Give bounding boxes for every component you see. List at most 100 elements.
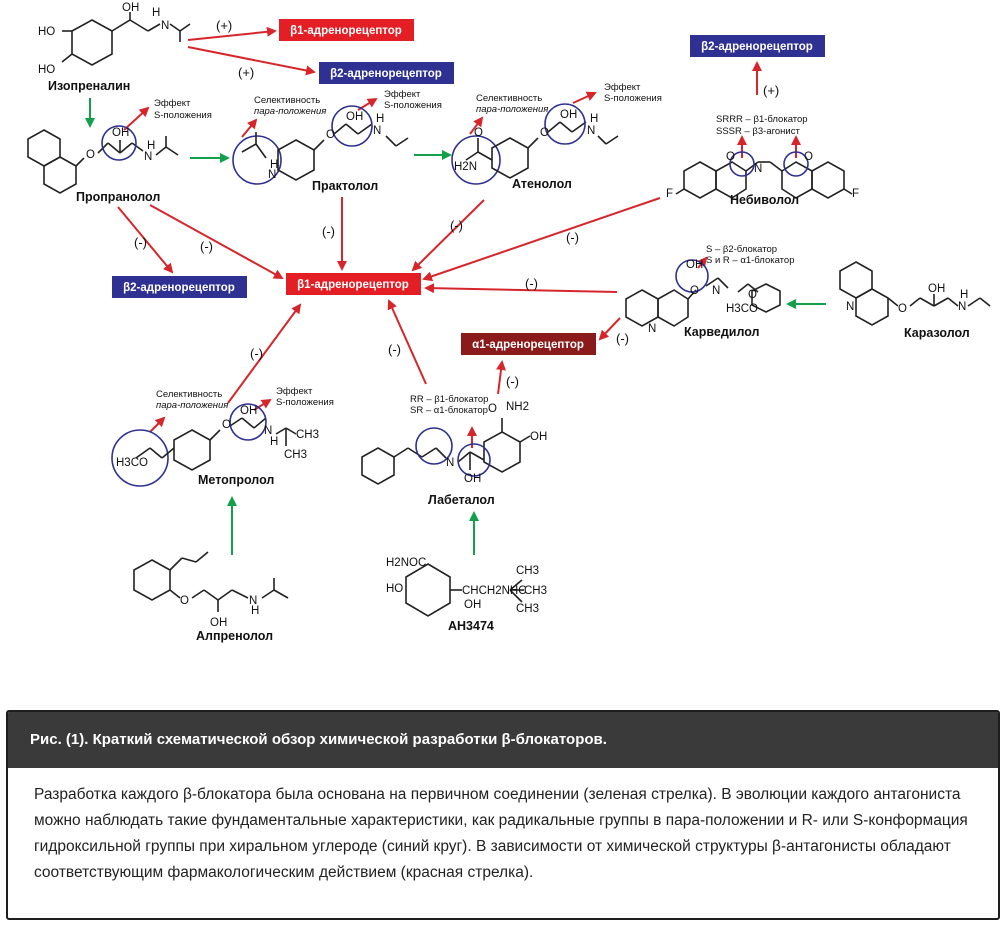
caption-title: Рис. (1). Краткий схематической обзор хи… — [8, 712, 998, 768]
svg-text:Эффект: Эффект — [604, 82, 641, 93]
svg-text:α1-адренорецептор: α1-адренорецептор — [472, 339, 584, 351]
svg-text:O: O — [898, 303, 907, 315]
svg-text:H2N: H2N — [454, 161, 477, 173]
svg-text:SR – α1-блокатор: SR – α1-блокатор — [410, 405, 488, 416]
caption-body: Разработка каждого β-блокатора была осно… — [34, 786, 968, 881]
svg-text:CH3: CH3 — [524, 585, 547, 597]
svg-text:(-): (-) — [616, 331, 629, 346]
svg-text:H3CO: H3CO — [726, 303, 758, 315]
svg-text:OH: OH — [464, 599, 481, 611]
svg-text:O: O — [86, 149, 95, 161]
svg-text:OH: OH — [464, 473, 481, 485]
svg-text:β1-адренорецептор: β1-адренорецептор — [297, 279, 409, 291]
effect-signs: (+) (+) (+) (-) (-) (-) (-) (-) (-) (-) … — [134, 18, 779, 389]
svg-text:N: N — [958, 301, 966, 313]
svg-text:Эффект: Эффект — [276, 386, 313, 397]
receptor-beta2-left: β2-адренорецептор — [112, 276, 247, 298]
molecule-practolol: N H O OH N H Практолол Селективность пар… — [232, 89, 442, 193]
svg-text:CHCH2NHC: CHCH2NHC — [462, 585, 527, 597]
svg-text:CH3: CH3 — [284, 449, 307, 461]
svg-text:OH: OH — [560, 109, 577, 121]
svg-text:(-): (-) — [566, 230, 579, 245]
svg-text:β1-адренорецептор: β1-адренорецептор — [290, 25, 402, 37]
receptor-beta1-top: β1-адренорецептор — [279, 19, 414, 41]
svg-text:N: N — [446, 457, 454, 469]
svg-text:N: N — [712, 285, 720, 297]
svg-text:N: N — [373, 125, 381, 137]
svg-text:SRRR – β1-блокатор: SRRR – β1-блокатор — [716, 114, 808, 125]
molecule-propranolol: O OH N H Пропранолол Эффект S-положения — [27, 98, 212, 204]
svg-text:S – β2-блокатор: S – β2-блокатор — [706, 244, 777, 255]
svg-text:N: N — [161, 20, 169, 32]
svg-text:(-): (-) — [506, 374, 519, 389]
svg-text:Каразолол: Каразолол — [904, 326, 970, 340]
svg-text:O: O — [222, 419, 231, 431]
svg-text:AH3474: AH3474 — [448, 619, 494, 633]
svg-text:O: O — [474, 127, 483, 139]
svg-text:O: O — [726, 151, 735, 163]
svg-text:N: N — [249, 595, 257, 607]
svg-text:Селективность: Селективность — [156, 389, 222, 400]
svg-text:β2-адренорецептор: β2-адренорецептор — [123, 282, 235, 294]
svg-text:β2-адренорецептор: β2-адренорецептор — [701, 41, 813, 53]
molecule-ah3474: H2NOC HO CHCH2NHC OH CH3 CH3 CH3 AH3474 — [386, 557, 547, 633]
svg-text:HO: HO — [386, 583, 403, 595]
svg-text:пара-положения: пара-положения — [476, 104, 548, 115]
svg-text:HO: HO — [38, 26, 55, 38]
svg-text:(+): (+) — [763, 83, 779, 98]
molecule-metoprolol: H3CO O OH N H CH3 CH3 Метопролол Селекти… — [111, 386, 334, 487]
svg-text:(-): (-) — [525, 276, 538, 291]
svg-text:Эффект: Эффект — [154, 98, 191, 109]
svg-text:Изопреналин: Изопреналин — [48, 79, 130, 93]
molecule-atenolol: H2N O O OH N H Атенолол Селективность па… — [451, 82, 662, 191]
svg-text:Селективность: Селективность — [254, 95, 320, 106]
svg-text:N: N — [264, 425, 272, 437]
svg-text:N: N — [648, 323, 656, 335]
svg-text:H: H — [376, 113, 384, 125]
svg-text:OH: OH — [240, 405, 257, 417]
svg-text:(-): (-) — [450, 218, 463, 233]
svg-text:O: O — [690, 285, 699, 297]
svg-text:(+): (+) — [216, 18, 232, 33]
svg-text:F: F — [852, 188, 859, 200]
beta-blocker-diagram: β1-адренорецептор β2-адренорецептор β2-а… — [27, 2, 991, 643]
svg-text:H: H — [270, 159, 278, 171]
svg-text:(-): (-) — [388, 342, 401, 357]
svg-text:H: H — [251, 605, 259, 617]
receptor-beta1-center: β1-адренорецептор — [286, 273, 421, 295]
molecule-nebivolol: O O N F F Небиволол SRRR – β1-блокатор S… — [666, 114, 859, 207]
svg-text:(-): (-) — [250, 346, 263, 361]
svg-text:Практолол: Практолол — [312, 179, 378, 193]
svg-text:H: H — [960, 289, 968, 301]
svg-text:OH: OH — [346, 111, 363, 123]
svg-text:Атенолол: Атенолол — [512, 177, 572, 191]
molecule-labetalol: N OH O NH2 OH Лабеталол RR – β1-блокатор… — [361, 394, 547, 507]
svg-text:(-): (-) — [322, 224, 335, 239]
svg-text:OH: OH — [122, 2, 139, 14]
svg-text:H3CO: H3CO — [116, 457, 148, 469]
svg-text:OH: OH — [112, 127, 129, 139]
svg-text:S-положения: S-положения — [276, 397, 334, 408]
svg-text:(+): (+) — [238, 65, 254, 80]
svg-text:H2NOC: H2NOC — [386, 557, 426, 569]
molecule-carazolol: O OH N H N Каразолол — [839, 261, 991, 340]
svg-text:SSSR – β3-агонист: SSSR – β3-агонист — [716, 126, 800, 137]
svg-text:O: O — [748, 289, 757, 301]
svg-text:Пропранолол: Пропранолол — [76, 190, 160, 204]
svg-text:O: O — [540, 127, 549, 139]
svg-text:β2-адренорецептор: β2-адренорецептор — [330, 68, 442, 80]
svg-text:N: N — [846, 301, 854, 313]
svg-text:S-положения: S-положения — [384, 100, 442, 111]
svg-text:N: N — [587, 125, 595, 137]
receptor-alpha1: α1-адренорецептор — [461, 333, 596, 355]
svg-text:Метопролол: Метопролол — [198, 473, 274, 487]
svg-text:пара-положения: пара-положения — [254, 106, 326, 117]
svg-text:Алпренолол: Алпренолол — [196, 629, 273, 643]
origin-arrows — [85, 98, 826, 555]
svg-text:RR – β1-блокатор: RR – β1-блокатор — [410, 394, 488, 405]
svg-text:NH2: NH2 — [506, 401, 529, 413]
svg-text:OH: OH — [928, 283, 945, 295]
figure-caption: Рис. (1). Краткий схематической обзор хи… — [6, 710, 1000, 920]
svg-text:O: O — [180, 595, 189, 607]
svg-text:O: O — [804, 151, 813, 163]
